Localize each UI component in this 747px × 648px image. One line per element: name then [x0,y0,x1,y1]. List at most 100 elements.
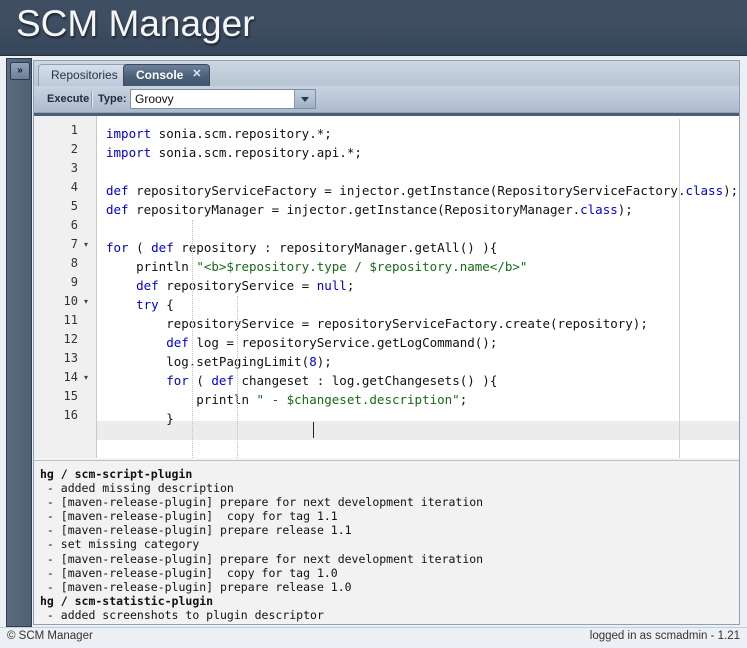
chevron-down-icon[interactable] [294,90,315,108]
tab-repositories-label: Repositories [51,68,118,82]
execute-button[interactable]: Execute [47,93,90,105]
output-changeset-line: - added missing description [40,481,234,496]
code-line: log.setPagingLimit(8); [106,352,332,371]
session-info-label: logged in as scmadmin - 1.21 [589,630,740,642]
status-bar: © SCM Manager logged in as scmadmin - 1.… [0,627,747,648]
console-toolbar: Execute Type: Groovy [34,86,739,113]
code-line: def repositoryManager = injector.getInst… [106,200,633,219]
code-line: for ( def changeset : log.getChangesets(… [106,371,497,390]
print-margin-line [679,119,680,458]
text-caret [313,422,314,438]
indent-guide [192,220,193,458]
line-number: 1 [70,123,78,137]
line-number: 10 [63,294,78,308]
output-changeset-line: - [maven-release-plugin] prepare release… [40,523,352,538]
code-token: ); [723,183,739,198]
code-token: repositoryService = [158,278,317,293]
code-token: for [106,240,129,255]
fold-toggle-icon[interactable]: ▾ [84,373,89,382]
code-token [106,335,166,350]
output-changeset-line: - added screenshots to plugin descriptor [40,607,324,622]
chevrons-right-icon[interactable]: » [10,62,30,80]
output-changeset-line: - [maven-release-plugin] copy for tag 1.… [40,565,338,580]
code-token: def [106,202,129,217]
code-line: def log = repositoryService.getLogComman… [106,333,497,352]
tab-console[interactable]: Console ✕ [123,64,211,87]
code-token: ); [617,202,633,217]
fold-toggle-icon[interactable]: ▾ [84,240,89,249]
code-token: import [106,145,152,160]
line-number: 6 [70,218,78,232]
code-token [106,278,136,293]
fold-toggle-icon[interactable]: ▾ [84,297,89,306]
line-number: 2 [70,142,78,156]
output-repository-header: hg / scm-statistic-plugin [40,593,214,608]
output-changeset-line: - [maven-release-plugin] copy for tag 1.… [40,509,338,524]
line-number: 8 [70,256,78,270]
tab-repositories[interactable]: Repositories [38,64,131,87]
code-token: def [151,240,174,255]
code-token: repository : repositoryManager.getAll() … [173,240,498,255]
code-editor[interactable]: import sonia.scm.repository.*;import son… [34,113,739,458]
code-token: 8 [309,354,317,369]
code-token: for [166,373,189,388]
code-token: ; [346,278,355,293]
line-number: 12 [63,332,78,346]
code-line: import sonia.scm.repository.*; [106,124,332,143]
code-token: null [316,278,347,293]
code-line: println "<b>$repository.type / $reposito… [106,257,527,276]
output-changeset-line: - [maven-release-plugin] prepare for nex… [40,495,484,510]
code-token [106,297,136,312]
code-token: ( [128,240,152,255]
code-token: println [106,392,257,407]
code-line: println " - $changeset.description"; [106,390,467,409]
code-token: try [136,297,159,312]
code-token: repositoryServiceFactory = injector.getI… [128,183,686,198]
code-token: "<b>$repository.type / $repository.name<… [196,259,528,274]
code-token: sonia.scm.repository.*; [151,126,332,141]
code-token: " - $changeset.description" [256,392,460,407]
type-label: Type: [98,93,127,105]
code-token [106,373,166,388]
output-repository-header: hg / scm-script-plugin [40,467,193,481]
output-console[interactable]: hg / scm-script-plugin - added missing d… [34,460,739,623]
editor-top-rule [34,113,739,116]
app-header: SCM Manager [0,0,747,56]
script-type-value: Groovy [135,92,174,106]
code-token: ( [188,373,212,388]
code-line: def repositoryServiceFactory = injector.… [106,181,738,200]
active-line-highlight [97,421,739,440]
console-panel: Execute Type: Groovy import sonia.scm.re… [33,86,740,625]
code-token: def [136,278,159,293]
code-token: sonia.scm.repository.api.*; [151,145,362,160]
copyright-label: © SCM Manager [7,630,93,642]
code-line: } [106,409,174,428]
code-token: class [580,202,618,217]
code-token: println [106,259,197,274]
indent-guide [237,296,238,458]
line-number: 13 [63,351,78,365]
line-number: 3 [70,161,78,175]
code-line: def repositoryService = null; [106,276,354,295]
close-icon[interactable]: ✕ [192,68,202,80]
tab-console-label: Console [136,68,184,82]
code-line: for ( def repository : repositoryManager… [106,238,497,257]
line-number: 15 [63,389,78,403]
code-token: repositoryService = repositoryServiceFac… [106,316,648,331]
code-token: changeset : log.getChangesets() ){ [233,373,498,388]
code-token: class [685,183,724,198]
line-number: 16 [63,408,78,422]
line-number: 5 [70,199,78,213]
script-type-select[interactable]: Groovy [130,89,316,109]
code-token: ; [459,392,468,407]
line-number: 4 [70,180,78,194]
tab-bar: Repositories Console ✕ [33,60,740,87]
code-token: def [106,183,129,198]
code-line: repositoryService = repositoryServiceFac… [106,314,648,333]
code-text-area[interactable]: import sonia.scm.repository.*;import son… [97,116,739,458]
line-number: 9 [70,275,78,289]
code-token: import [106,126,152,141]
navigation-sidebar-collapsed: » [6,58,32,627]
line-number: 7 [70,237,78,251]
